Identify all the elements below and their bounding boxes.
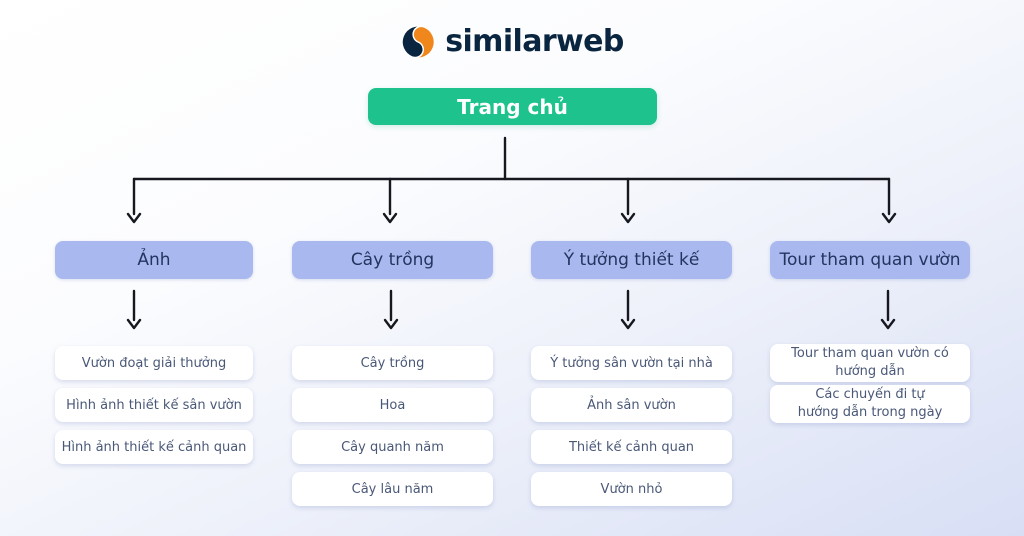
leaf-node: Hình ảnh thiết kế cảnh quan <box>55 430 253 464</box>
similarweb-logo-text: similarweb <box>445 24 624 59</box>
leaf-node: Cây quanh năm <box>292 430 493 464</box>
children-column-anh: Vườn đoạt giải thưởng Hình ảnh thiết kế … <box>55 346 253 464</box>
branch-node-y-tuong-thiet-ke: Ý tưởng thiết kế <box>531 241 732 279</box>
leaf-node: Hoa <box>292 388 493 422</box>
leaf-node: Cây trồng <box>292 346 493 380</box>
leaf-node: Cây lâu năm <box>292 472 493 506</box>
branch-node-anh: Ảnh <box>55 241 253 279</box>
leaf-node: Ảnh sân vườn <box>531 388 732 422</box>
leaf-node: Vườn đoạt giải thưởng <box>55 346 253 380</box>
branch-node-cay-trong: Cây trồng <box>292 241 493 279</box>
leaf-node: Các chuyến đi tự hướng dẫn trong ngày <box>770 385 970 423</box>
leaf-node: Ý tưởng sân vườn tại nhà <box>531 346 732 380</box>
root-node-home: Trang chủ <box>368 88 657 125</box>
similarweb-swirl-icon <box>401 25 436 59</box>
leaf-node: Hình ảnh thiết kế sân vườn <box>55 388 253 422</box>
leaf-node: Tour tham quan vườn có hướng dẫn <box>770 344 970 382</box>
children-column-y-tuong-thiet-ke: Ý tưởng sân vườn tại nhà Ảnh sân vườn Th… <box>531 346 732 506</box>
children-column-tour-tham-quan-vuon: Tour tham quan vườn có hướng dẫn Các chu… <box>770 344 970 423</box>
leaf-node: Thiết kế cảnh quan <box>531 430 732 464</box>
branch-node-tour-tham-quan-vuon: Tour tham quan vườn <box>770 241 970 279</box>
similarweb-logo: similarweb <box>400 24 624 60</box>
leaf-node: Vườn nhỏ <box>531 472 732 506</box>
children-column-cay-trong: Cây trồng Hoa Cây quanh năm Cây lâu năm <box>292 346 493 506</box>
